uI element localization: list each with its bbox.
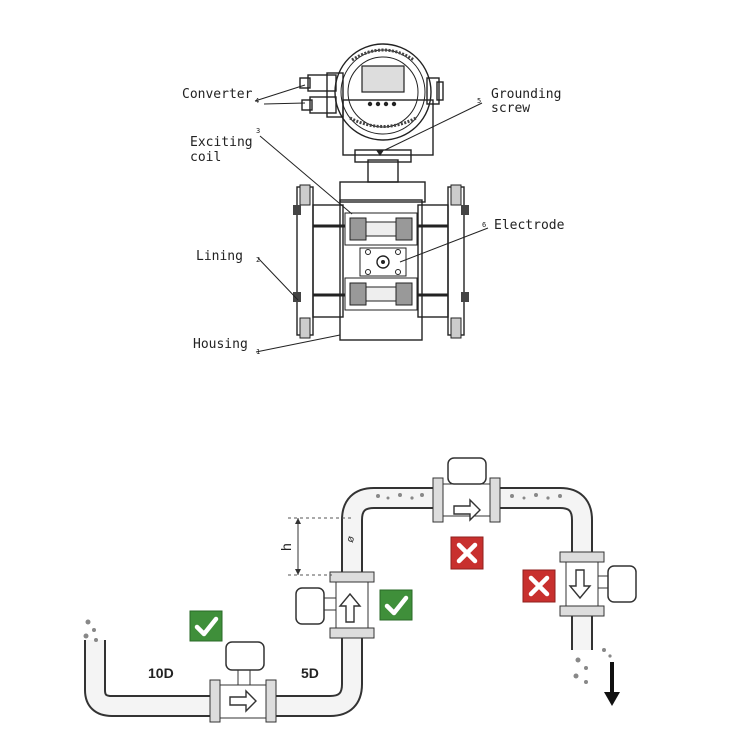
label-housing: Housing xyxy=(193,337,248,352)
outlet-arrow-icon xyxy=(604,662,620,706)
label-upstream-length: 10D xyxy=(148,665,174,681)
air-bubbles xyxy=(376,493,562,500)
number-converter: 4 xyxy=(255,97,259,105)
label-grounding: Grounding xyxy=(491,87,561,102)
label-converter: Converter xyxy=(182,87,253,102)
number-lining: 2 xyxy=(256,256,260,264)
label-exciting: Exciting xyxy=(190,135,253,150)
cross-icon-downpipe xyxy=(522,569,556,603)
leader-lines xyxy=(254,84,489,353)
number-exciting: 3 xyxy=(256,127,260,135)
label-downstream-length: 5D xyxy=(301,665,319,681)
outlet-drops xyxy=(573,648,612,684)
check-icon-riser xyxy=(379,589,413,621)
display-window xyxy=(361,65,405,93)
converter-head xyxy=(299,43,444,183)
sensor-body xyxy=(293,181,469,341)
meter-vertical-riser xyxy=(295,571,375,639)
label-electrode: Electrode xyxy=(494,218,565,233)
flowmeter-drawing: Converter 4 Grounding screw 5 Exciting c… xyxy=(182,43,565,356)
check-icon-horizontal xyxy=(189,610,223,642)
flow-up-arrow-icon xyxy=(338,592,362,623)
label-height: h xyxy=(278,543,294,551)
number-housing: 1 xyxy=(256,348,260,356)
meter-top-horizontal xyxy=(432,457,501,523)
inlet-drops xyxy=(83,619,98,642)
flow-down-arrow-icon xyxy=(568,569,592,600)
meter-horizontal xyxy=(209,641,277,723)
flow-right-arrow-icon xyxy=(229,689,257,713)
number-electrode: 6 xyxy=(482,221,486,229)
label-grounding-screw: screw xyxy=(491,101,530,116)
cross-icon-top xyxy=(450,536,484,570)
label-diameter: ø xyxy=(345,535,357,545)
label-lining: Lining xyxy=(196,249,243,264)
label-exciting-coil: coil xyxy=(190,150,221,165)
flow-right-arrow-icon-top xyxy=(453,498,481,522)
number-grounding: 5 xyxy=(477,97,481,105)
keypad-dots xyxy=(367,101,397,107)
meter-vertical-down xyxy=(559,551,637,617)
installation-drawing: h ø 10D 5D xyxy=(83,457,637,723)
height-dimension: h ø xyxy=(278,517,357,576)
